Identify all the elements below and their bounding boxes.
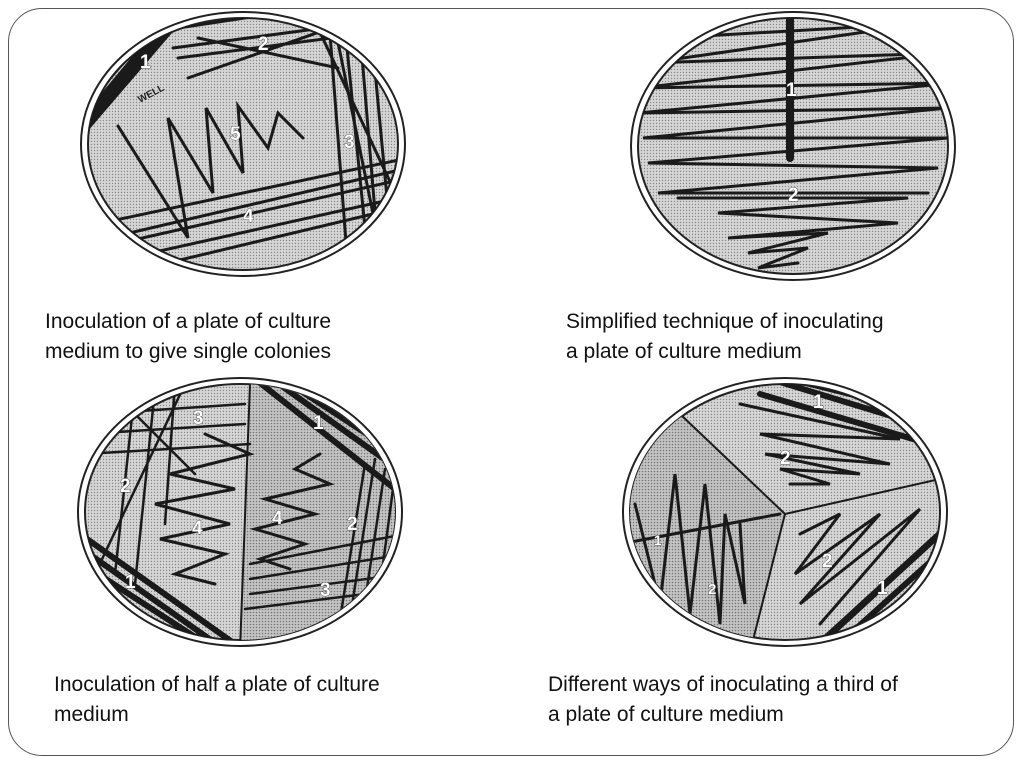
plate-2-label-1: 1	[786, 80, 797, 101]
plate-4-label-2-top: 2	[780, 448, 791, 469]
plate-half-inoculation: 3 1 2 4 4 2 1 3	[75, 374, 405, 650]
plate-1-label-4: 4	[243, 206, 254, 227]
plate-simplified-technique: 1 2	[628, 8, 958, 286]
caption-third-inoculation-line1: Different ways of inoculating a third of	[548, 673, 898, 696]
plate-3-label-1-bottom: 1	[125, 572, 136, 593]
plate-3-label-3-bottom: 3	[320, 580, 331, 601]
caption-simplified-technique-line2: a plate of culture medium	[566, 340, 802, 363]
plate-4-label-1-top: 1	[813, 392, 824, 413]
caption-half-inoculation-line1: Inoculation of half a plate of culture	[54, 673, 380, 696]
caption-simplified-technique-line1: Simplified technique of inoculating	[566, 310, 884, 333]
plate-single-colonies: 1 2 3 4 5 WELL	[78, 8, 408, 280]
caption-third-inoculation: Different ways of inoculating a third of…	[548, 670, 898, 730]
plate-3-label-3-top: 3	[193, 408, 204, 429]
plate-half-inoculation-drawing: 3 1 2 4 4 2 1 3	[77, 377, 403, 647]
plate-3-label-4-left: 4	[192, 518, 203, 539]
plate-third-inoculation-drawing: 1 2 1 2 2 1	[622, 377, 948, 647]
caption-third-inoculation-line2: a plate of culture medium	[548, 703, 784, 726]
caption-single-colonies-line1: Inoculation of a plate of culture	[45, 310, 332, 333]
plate-1-label-2: 2	[258, 34, 269, 55]
plate-3-label-1-top: 1	[313, 413, 324, 434]
caption-half-inoculation-line2: medium	[54, 703, 129, 726]
plate-4-label-2-right: 2	[822, 551, 833, 572]
plate-3-label-2-left: 2	[120, 476, 131, 497]
plate-1-label-1: 1	[140, 52, 151, 73]
plate-third-inoculation: 1 2 1 2 2 1	[620, 374, 950, 652]
plate-1-label-5: 5	[230, 124, 241, 145]
caption-simplified-technique: Simplified technique of inoculating a pl…	[566, 307, 884, 367]
plate-3-label-2-right: 2	[347, 514, 358, 535]
plate-4-label-1-right: 1	[877, 578, 888, 599]
slide-frame	[8, 8, 1014, 756]
plate-1-label-3: 3	[344, 132, 355, 153]
caption-single-colonies-line2: medium to give single colonies	[45, 340, 331, 363]
plate-3-label-4-right: 4	[272, 508, 283, 529]
plate-single-colonies-drawing: 1 2 3 4 5 WELL	[80, 11, 406, 277]
plate-4-label-1-left: 1	[654, 532, 662, 548]
caption-single-colonies: Inoculation of a plate of culture medium…	[45, 307, 331, 367]
plate-simplified-technique-drawing: 1 2	[630, 11, 956, 281]
caption-half-inoculation: Inoculation of half a plate of culture m…	[54, 670, 380, 730]
plate-2-label-2: 2	[788, 185, 799, 206]
plate-4-label-2-left: 2	[708, 581, 716, 598]
